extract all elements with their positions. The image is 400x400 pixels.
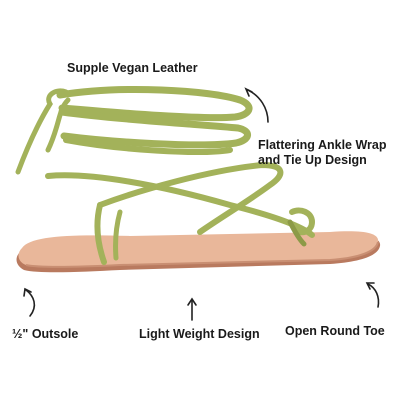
callout-light-weight: Light Weight Design — [139, 327, 260, 341]
arrow-outsole — [25, 289, 36, 317]
ankle-wrap-1 — [56, 86, 253, 122]
strap-side-1 — [94, 202, 107, 265]
toe-post — [287, 219, 307, 247]
tie-end-2 — [45, 97, 71, 153]
callout-ankle-wrap-line1: Flattering Ankle Wrap — [258, 138, 387, 152]
toe-loop — [289, 207, 316, 236]
callout-ankle-wrap: Flattering Ankle Wrap and Tie Up Design — [258, 138, 387, 168]
callout-arrows — [23, 87, 380, 321]
sandal-straps — [15, 86, 316, 265]
strap-side-2 — [113, 209, 123, 261]
sandal-sole — [16, 231, 381, 273]
callout-outsole: ½" Outsole — [12, 327, 79, 341]
tie-end-1 — [15, 88, 69, 175]
arrow-round-toe — [367, 283, 380, 308]
footbed — [18, 231, 379, 267]
strap-cross-2 — [97, 161, 284, 235]
ankle-wrap-3 — [63, 137, 233, 155]
arrow-round-toe-head — [365, 282, 375, 290]
callout-material: Supple Vegan Leather — [67, 61, 198, 75]
footbed-edge — [25, 241, 379, 268]
arrow-light-weight-head — [187, 297, 197, 306]
ankle-wrap-2 — [58, 108, 251, 149]
callout-round-toe: Open Round Toe — [285, 324, 385, 338]
arrow-ankle-wrap-head — [244, 87, 253, 97]
arrow-outsole-head — [23, 287, 32, 297]
callout-ankle-wrap-line2: and Tie Up Design — [258, 153, 367, 167]
